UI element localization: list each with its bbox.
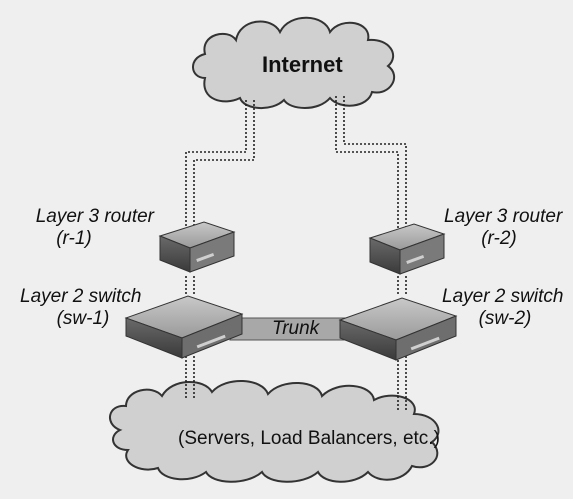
router-r1-type-label: Layer 3 router: [35, 206, 154, 227]
link-internet-r2: [335, 96, 399, 240]
servers-label: (Servers, Load Balancers, etc.): [178, 428, 440, 449]
links: [185, 96, 407, 410]
switch-sw2-type-label: Layer 2 switch: [442, 286, 564, 307]
switch-sw1-id-label: (sw-1): [56, 308, 110, 329]
switch-sw1-type-label: Layer 2 switch: [20, 286, 142, 307]
servers-cloud: [109, 379, 440, 483]
router-r2-type-label: Layer 3 router: [444, 206, 563, 227]
switch-sw1-label: Layer 2 switch (sw-1): [20, 286, 150, 330]
router-r1-icon: [158, 221, 236, 273]
link-internet-r1: [185, 100, 247, 240]
router-r1-id-label: (r-1): [56, 228, 92, 249]
router-r2-label: Layer 3 router (r-2): [444, 206, 573, 250]
router-r1-label: Layer 3 router (r-1): [24, 206, 154, 250]
router-r2-icon: [368, 223, 446, 275]
internet-label: Internet: [262, 52, 343, 77]
internet-cloud: [192, 16, 395, 109]
switch-sw2-id-label: (sw-2): [478, 308, 532, 329]
switch-sw2-label: Layer 2 switch (sw-2): [442, 286, 573, 330]
switch-sw2-icon: [338, 297, 458, 361]
switch-sw1-icon: [124, 295, 244, 359]
trunk-label: Trunk: [272, 318, 320, 339]
router-r2-id-label: (r-2): [481, 228, 517, 249]
